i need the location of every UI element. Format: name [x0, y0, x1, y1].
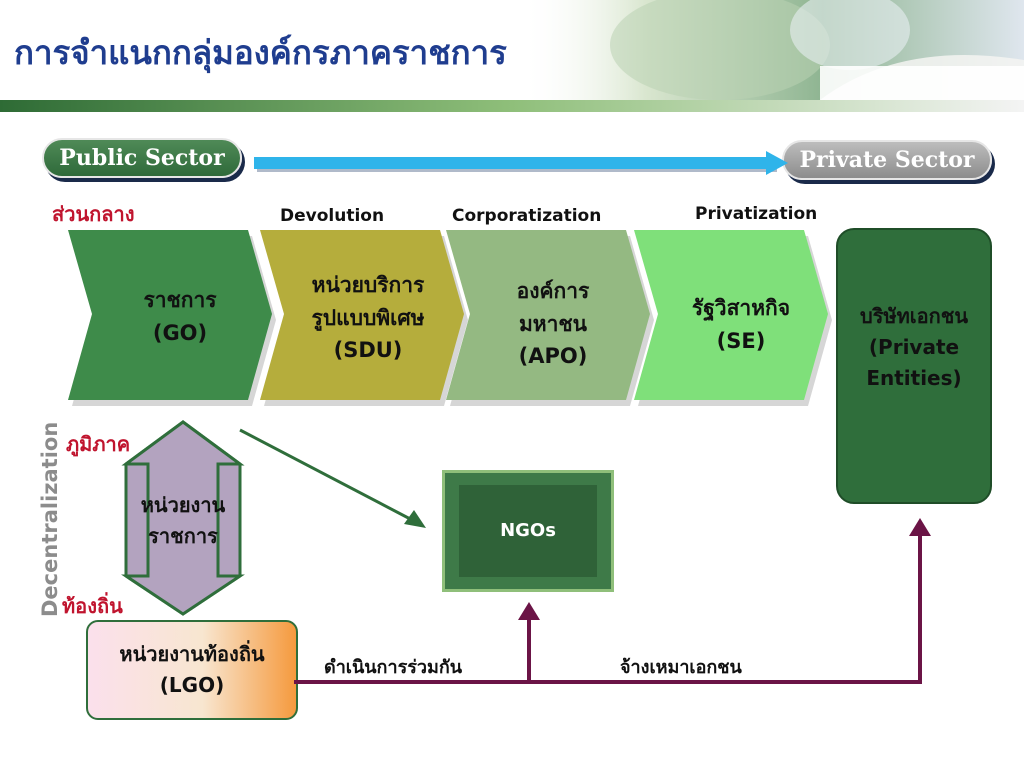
sdu-abbr: (SDU) [333, 338, 403, 363]
regional-label: ภูมิภาค [66, 432, 131, 456]
ngos-label: NGOs [500, 520, 556, 542]
corporatization-label: Corporatization [452, 206, 602, 226]
lgo-label: หน่วยงานท้องถิ่น (LGO) [86, 626, 298, 714]
page-title: การจำแนกกลุ่มองค์กรภาคราชการ [14, 33, 507, 72]
outsourcing-label: จ้างเหมาเอกชน [620, 657, 742, 678]
regional-unit-line2: ราชการ [148, 524, 218, 548]
se-name: รัฐวิสาหกิจ [691, 296, 791, 321]
lgo-box [86, 620, 298, 720]
chevron-sdu-shape [260, 230, 468, 406]
private-sector-label: Private Sector [782, 140, 992, 180]
lgo-line2: (LGO) [159, 673, 225, 697]
regional-unit-double-arrow [121, 420, 245, 616]
sdu-line1: หน่วยบริการ [311, 273, 425, 298]
header-photo [520, 0, 1024, 100]
apo-abbr: (APO) [518, 344, 588, 369]
private-entities-label: บริษัทเอกชน (Private Entities) [836, 272, 992, 422]
devolution-label: Devolution [280, 206, 385, 226]
regional-unit-line1: หน่วยงาน [140, 493, 226, 517]
central-label: ส่วนกลาง [52, 202, 135, 226]
chevron-se-shape [634, 230, 832, 406]
lgo-connectors [294, 518, 931, 684]
regional-unit-label: หน่วยงาน ราชการ [118, 476, 248, 566]
se-label: รัฐวิสาหกิจ (SE) [666, 270, 816, 380]
public-sector-label: Public Sector [42, 138, 242, 178]
go-name: ราชการ [143, 288, 217, 313]
apo-line1: องค์การ [516, 279, 590, 304]
private-entities-line2: (Private [868, 334, 960, 359]
sdu-label: หน่วยบริการ รูปแบบพิเศษ (SDU) [283, 248, 453, 388]
lgo-line1: หน่วยงานท้องถิ่น [119, 642, 265, 666]
chevron-apo-shape [446, 230, 654, 406]
private-entities-box [836, 228, 992, 504]
joint-operation-label: ดำเนินการร่วมกัน [324, 657, 463, 678]
local-label: ท้องถิ่น [62, 594, 123, 618]
se-abbr: (SE) [716, 329, 766, 353]
go-label: ราชการ (GO) [110, 262, 250, 372]
apo-line2: มหาชน [518, 311, 588, 336]
private-entities-line3: Entities) [866, 365, 962, 390]
sdu-line2: รูปแบบพิเศษ [311, 305, 425, 330]
header-divider [0, 100, 1024, 112]
arrow-to-ngos [239, 428, 426, 528]
decentralization-label: Decentralization [38, 421, 62, 617]
public-to-private-arrow [254, 151, 788, 175]
apo-label: องค์การ มหาชน (APO) [478, 256, 628, 392]
privatization-label: Privatization [695, 204, 818, 224]
go-abbr: (GO) [152, 321, 208, 345]
ngos-box [442, 470, 614, 592]
chevron-go-shape [68, 230, 276, 406]
private-entities-line1: บริษัทเอกชน [859, 303, 968, 328]
